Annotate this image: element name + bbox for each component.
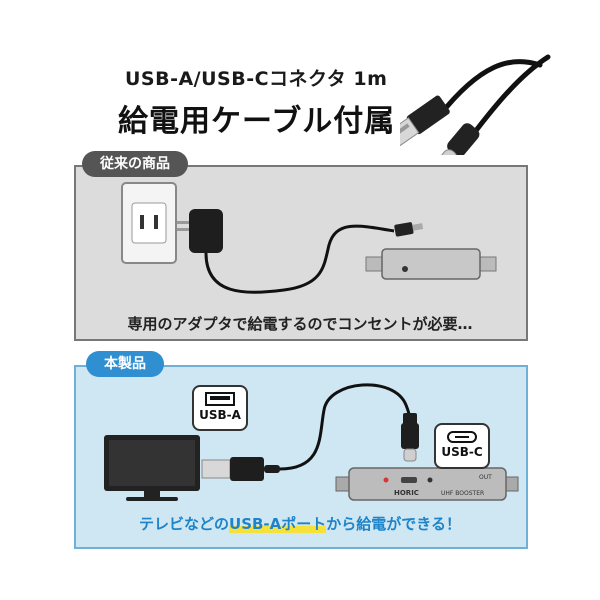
booster-out-label: OUT	[479, 474, 492, 481]
usb-c-port-icon	[447, 431, 477, 443]
product-tab: 本製品	[86, 351, 164, 377]
booster-model: UHF BOOSTER	[441, 490, 484, 497]
conventional-illustration	[121, 182, 497, 294]
page-title: 給電用ケーブル付属	[118, 104, 396, 139]
booster-brand: HORIC	[394, 489, 419, 497]
wall-outlet-icon	[121, 182, 177, 264]
caption-highlight: USB-Aポート	[229, 515, 327, 533]
usb-c-plug-icon	[401, 413, 419, 462]
usb-a-callout: USB-A	[192, 385, 248, 431]
booster-icon: HORIC UHF BOOSTER OUT	[335, 467, 519, 501]
conventional-product-tab: 従来の商品	[82, 151, 188, 177]
caption-post: から給電ができる！	[326, 515, 461, 533]
conventional-caption: 専用のアダプタで給電するのでコンセントが必要…	[127, 315, 473, 333]
product-caption: テレビなどのUSB-Aポートから給電ができる！	[80, 513, 520, 534]
usb-c-callout: USB-C	[434, 423, 490, 469]
caption-pre: テレビなどの	[139, 515, 230, 533]
tv-icon	[104, 435, 200, 501]
old-booster-icon	[365, 248, 497, 280]
ac-adapter-icon	[177, 209, 395, 294]
usb-cable-illustration	[400, 54, 551, 155]
usb-a-label: USB-A	[199, 408, 241, 422]
usb-a-port-icon	[205, 392, 235, 406]
usb-c-label: USB-C	[441, 445, 483, 459]
usb-a-plug-icon	[201, 457, 280, 481]
subtitle: USB-A/USB-Cコネクタ 1m	[125, 68, 388, 90]
product-illustration: HORIC UHF BOOSTER OUT	[104, 383, 519, 501]
